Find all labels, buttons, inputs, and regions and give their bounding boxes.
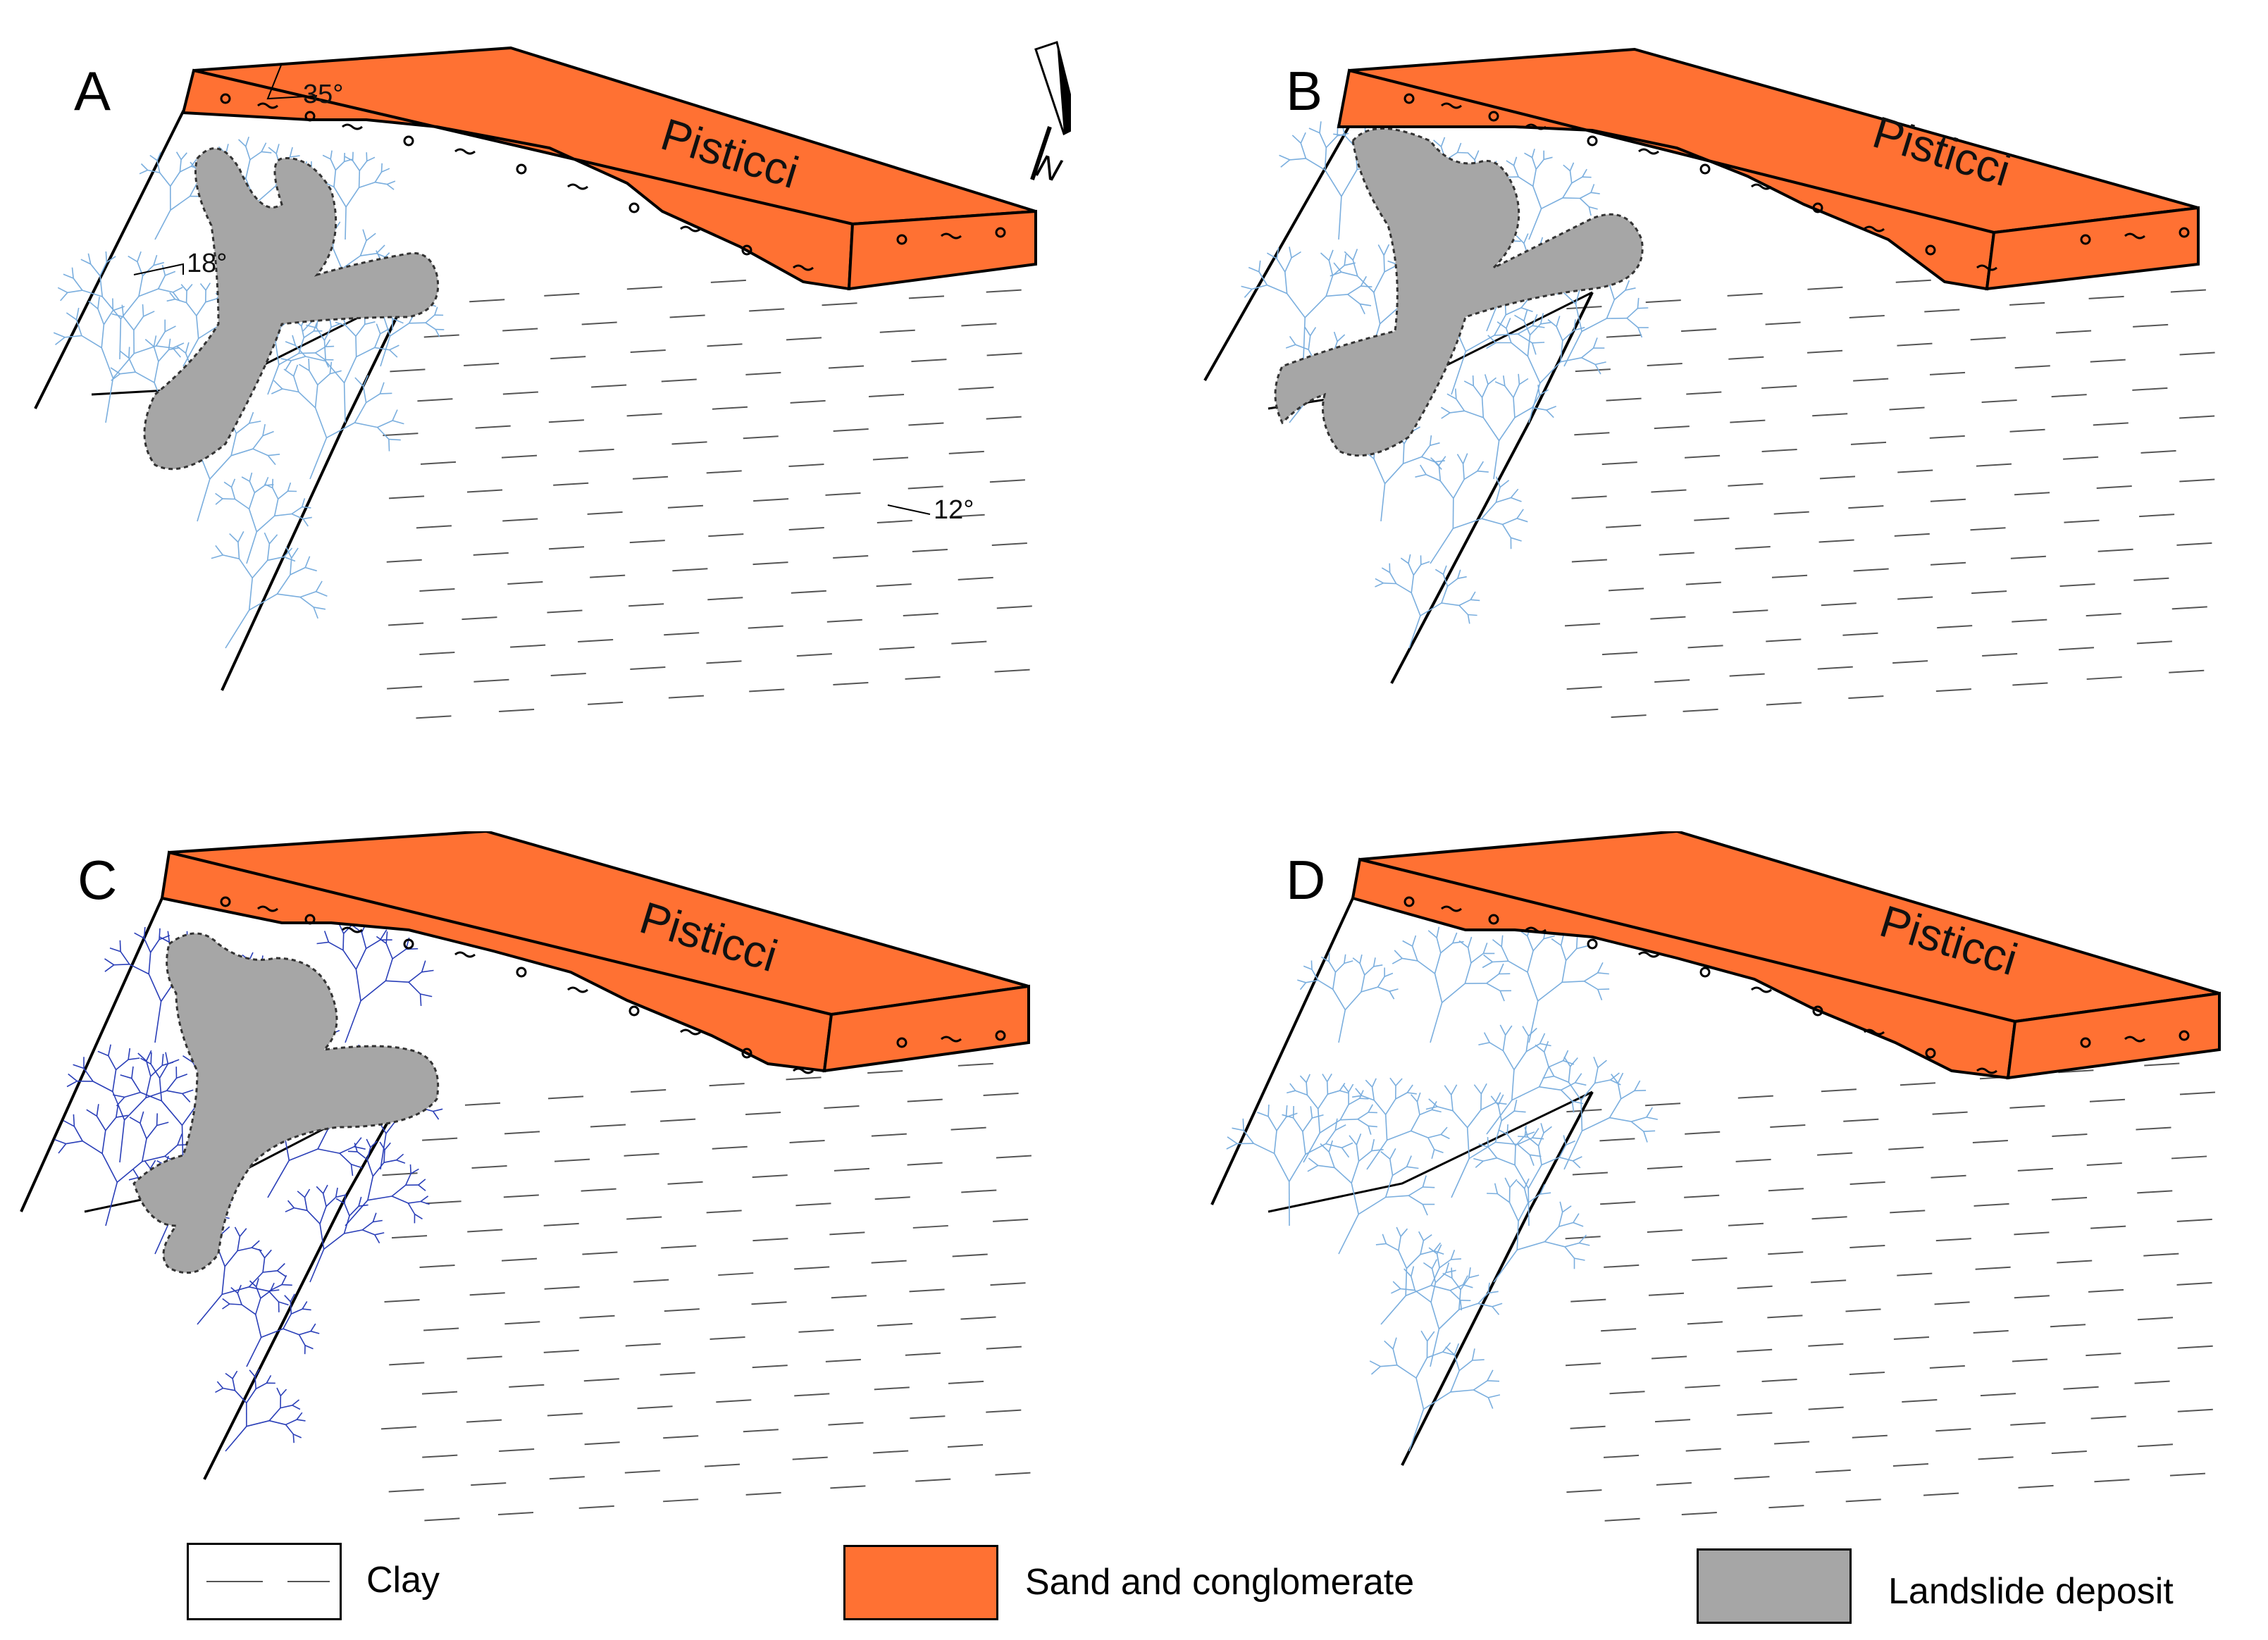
panel-c-block — [20, 831, 1031, 1522]
panel-c: C Pisticci — [14, 831, 1071, 1571]
panel-letter-a: A — [74, 60, 111, 122]
clay-dashes-b — [1564, 260, 2215, 719]
panel-b: B Pisticci — [1198, 28, 2255, 768]
clay-dashes-c — [380, 1062, 1031, 1522]
panel-b-block — [1203, 47, 2215, 719]
clay-dashes-d — [1565, 1062, 2216, 1522]
conglomerate-marks-b — [1403, 93, 2190, 271]
panel-letter-c: C — [78, 849, 118, 911]
legend-swatch-sand — [843, 1545, 998, 1620]
legend-label-landslide: Landslide deposit — [1888, 1571, 2174, 1612]
legend-label-clay: Clay — [366, 1560, 440, 1601]
conglomerate-marks-a — [220, 93, 1006, 271]
sand-layer-side-a — [847, 209, 1037, 291]
panel-a-block — [34, 41, 1071, 719]
panel-a: A Pisticci 35° 18° 12° N — [14, 28, 1071, 768]
legend-label-sand: Sand and conglomerate — [1025, 1562, 1415, 1603]
legend-swatch-landslide — [1697, 1548, 1852, 1624]
strike-dip-symbols-a — [133, 63, 931, 515]
panel-d: D Pisticci — [1198, 831, 2255, 1571]
drainage-network-d — [1226, 924, 1658, 1452]
dip-label-18-a: 18° — [187, 249, 228, 278]
clay-dashes-a — [383, 259, 1032, 719]
panel-letter-d: D — [1286, 849, 1326, 911]
dip-label-35-a: 35° — [303, 80, 344, 109]
landslide-deposit-c — [132, 932, 440, 1274]
clay-swatch-pattern — [206, 1581, 330, 1582]
panel-letter-b: B — [1286, 60, 1323, 122]
landslide-deposit-a — [143, 147, 440, 471]
panel-d-block — [1210, 831, 2221, 1522]
dip-label-12-a: 12° — [934, 495, 974, 525]
conglomerate-marks-d — [1403, 896, 2190, 1074]
landslide-deposit-b — [1274, 128, 1644, 457]
legend-swatch-clay — [187, 1543, 342, 1620]
north-arrow-a — [1030, 41, 1071, 180]
conglomerate-marks-c — [220, 896, 1006, 1074]
